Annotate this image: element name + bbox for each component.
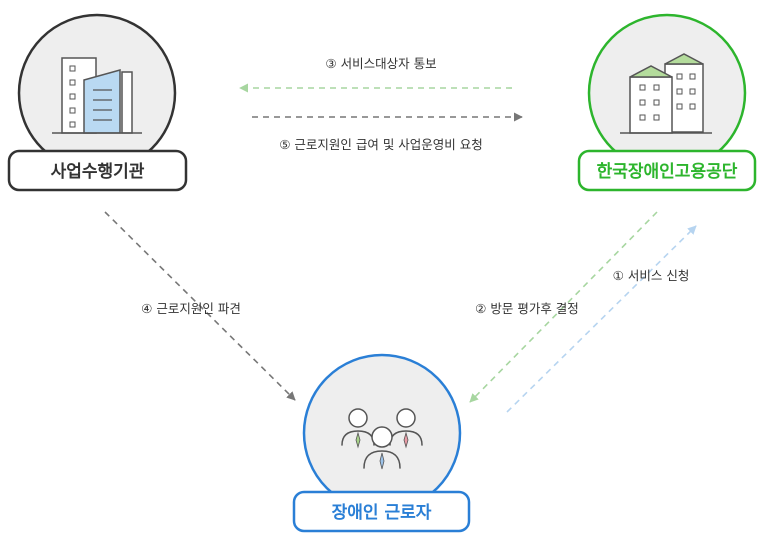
flow-label-notify-target: ③ 서비스대상자 통보 <box>325 56 436 71</box>
people-group-icon <box>341 408 423 470</box>
flow-label-request-wage: ⑤ 근로지원인 급여 및 사업운영비 요청 <box>279 137 483 152</box>
kead-label-box <box>577 149 757 192</box>
kead-label: 한국장애인고용공단 <box>597 162 738 182</box>
agency-label-box <box>7 149 188 192</box>
worker-label-box <box>292 490 471 533</box>
kead-node: 한국장애인고용공단 <box>577 13 757 192</box>
arrow-visit-evaluate <box>469 211 658 403</box>
apartment-building-icon <box>620 53 712 134</box>
office-building-icon <box>52 57 142 134</box>
flow-label-dispatch-assistant: ④ 근로지원인 파견 <box>141 301 241 316</box>
flow-label-visit-evaluate: ② 방문 평가후 결정 <box>475 301 579 316</box>
flow-label-service-apply: ① 서비스 신청 <box>613 268 690 283</box>
arrow-service-apply <box>506 225 697 413</box>
agency-label: 사업수행기관 <box>51 162 145 182</box>
arrow-dispatch-assistant <box>104 211 296 401</box>
worker-node: 장애인 근로자 <box>292 353 471 533</box>
agency-node: 사업수행기관 <box>7 13 188 192</box>
worker-label: 장애인 근로자 <box>332 503 432 523</box>
